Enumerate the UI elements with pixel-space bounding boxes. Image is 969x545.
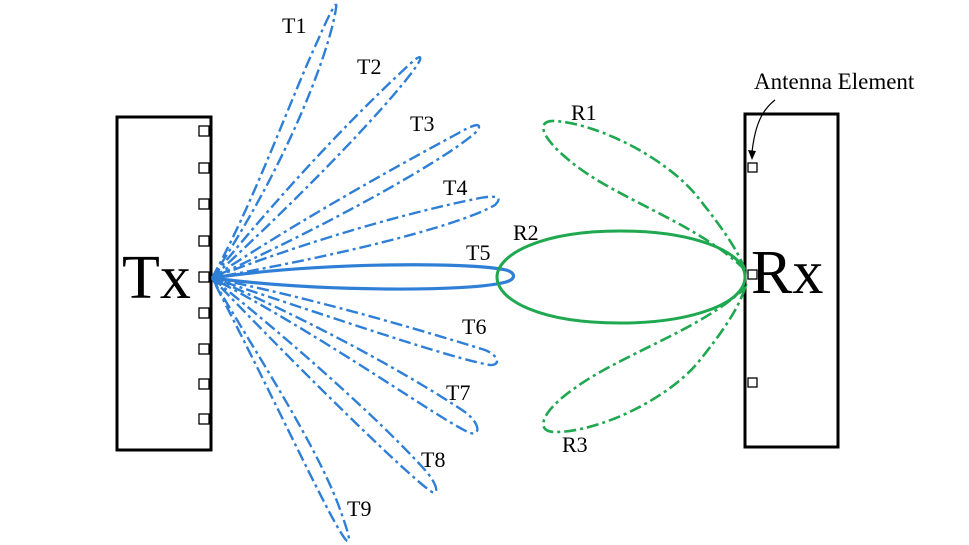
beam-t1 [210,3,338,279]
beam-label-r1: R1 [571,100,597,125]
tx-antenna-element [198,198,210,210]
beam-t8 [211,277,438,494]
rx-antenna-element [747,269,758,280]
beam-label-r2: R2 [513,220,539,245]
tx-antenna-element [198,307,210,319]
beam-label-t9: T9 [347,496,371,521]
beam-r1 [542,119,747,271]
beam-label-t1: T1 [282,13,306,38]
beam-label-r3: R3 [562,432,588,457]
beam-t9 [210,277,351,543]
tx-beam-labels: T1 T2 T3 T4 T5 T6 T7 T8 T9 [282,13,490,521]
tx-antenna-element [198,125,210,137]
tx-antenna-element [198,413,210,425]
annotation-arrowhead [748,150,756,160]
beam-t6 [211,276,499,367]
beam-t2 [211,55,422,279]
beam-label-t3: T3 [410,111,434,136]
tx-antenna-element [198,235,210,247]
beam-label-t7: T7 [446,380,470,405]
rx-label: Rx [751,239,823,307]
tx-beams [210,3,516,543]
beam-t5 [211,263,516,291]
beam-r2 [495,229,747,325]
tx-antenna-element [198,343,210,355]
rx-antenna-element [747,377,758,388]
annotation-arrow [751,99,776,153]
beam-label-t4: T4 [443,175,467,200]
rx-antenna-elements [747,162,758,388]
rx-antenna-element [747,162,758,173]
beam-label-t5: T5 [466,240,490,265]
tx-antenna-element [198,271,210,283]
rx-beams [495,119,748,434]
tx-antenna-elements [198,125,210,425]
tx-box [115,115,213,452]
tx-label: Tx [122,244,191,312]
beam-label-t8: T8 [421,447,445,472]
beam-r3 [542,283,748,434]
tx-antenna-element [198,378,210,390]
beam-t3 [211,123,481,280]
beam-t7 [211,276,479,435]
antenna-element-annotation: Antenna Element [754,69,915,94]
rx-beam-labels: R1 R2 R3 [513,100,597,457]
beam-t4 [211,195,500,280]
tx-antenna-element [198,162,210,174]
beam-label-t2: T2 [357,54,381,79]
beam-label-t6: T6 [462,314,486,339]
